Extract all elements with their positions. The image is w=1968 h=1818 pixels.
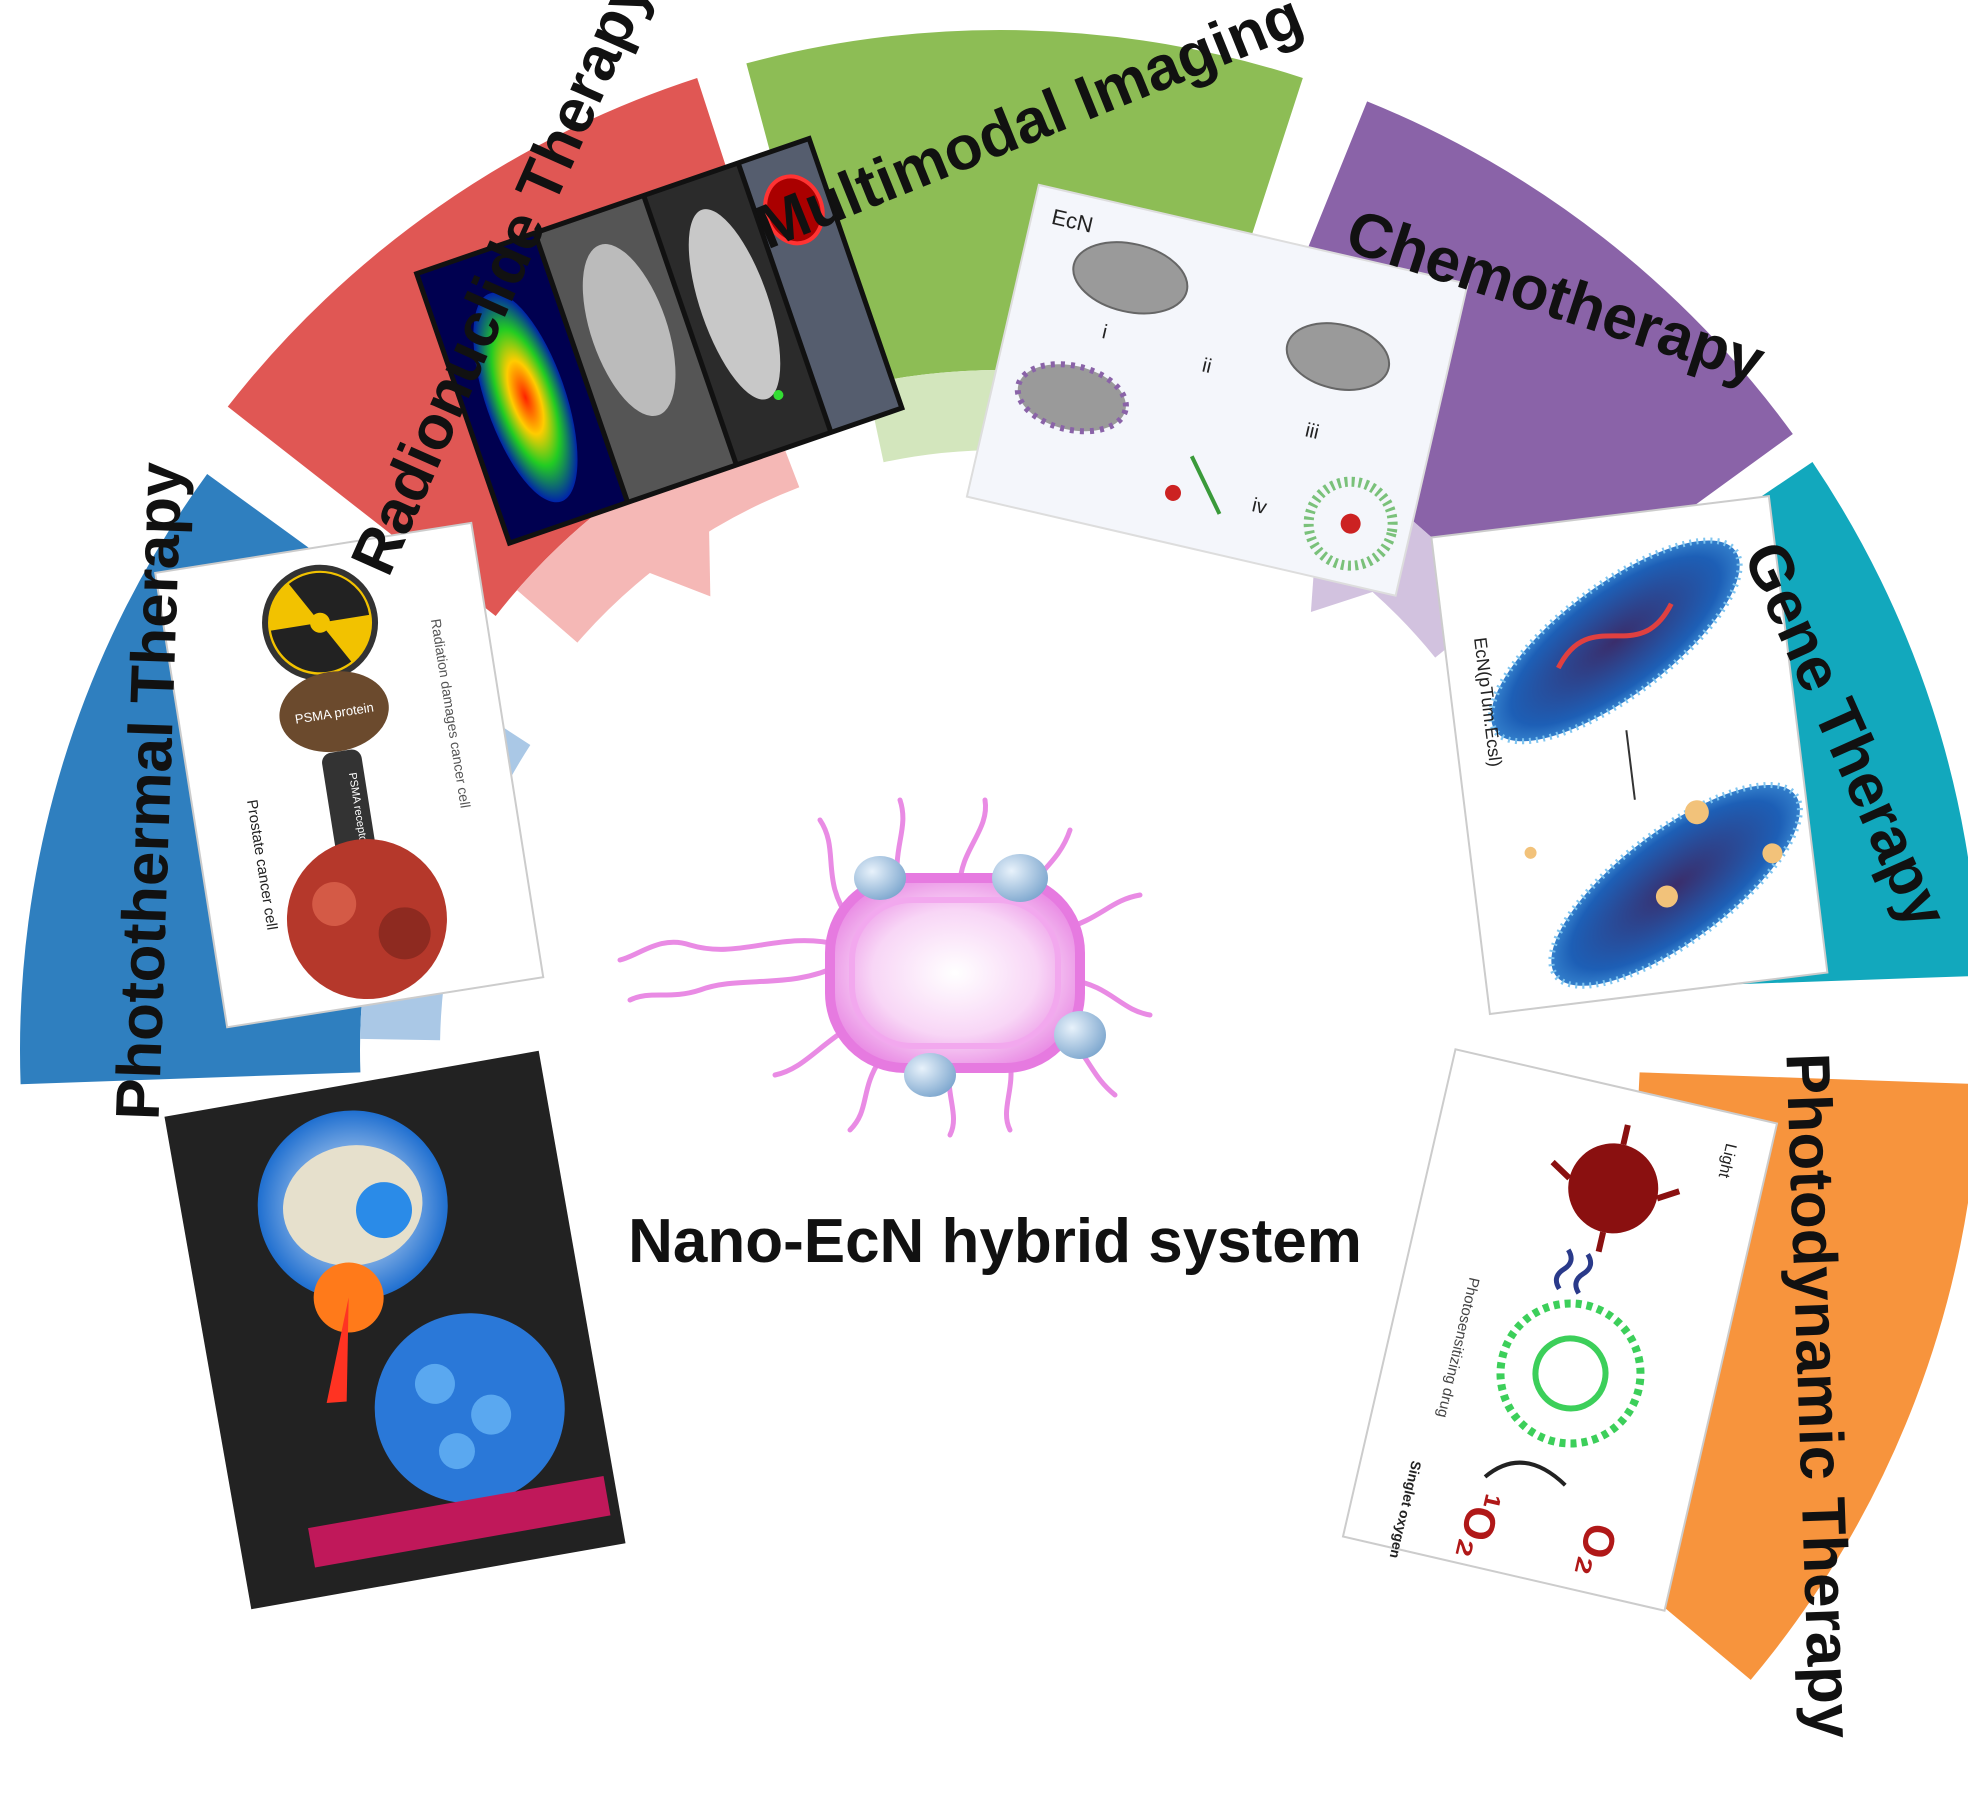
fluorescence-signal [773, 389, 784, 400]
nanoparticle-bubble-3 [1054, 1011, 1106, 1059]
ultrasound-signal [763, 174, 825, 246]
center-label: Nano-EcN hybrid system [628, 1207, 1362, 1276]
nanoparticle-bubble-4 [904, 1053, 956, 1097]
cell-nucleus [356, 1182, 413, 1239]
radiation-hub [310, 612, 331, 633]
gene-arrow [1625, 730, 1636, 800]
photodynamic-panel-frame [1341, 1048, 1779, 1612]
photosensitizer-core [1532, 1335, 1609, 1412]
gene-plasmid [1556, 602, 1674, 670]
chemo-bacterium-2 [1285, 322, 1391, 391]
fluorescence-mouse [688, 209, 781, 400]
nanoparticle-cluster [374, 1313, 565, 1504]
light-source [1568, 1143, 1659, 1234]
radionuclide-panel: PSMA protein PSMA receptor Prostate canc… [154, 521, 545, 1029]
chemo-step-i: i [1100, 321, 1109, 343]
chemo-polymer [1189, 455, 1222, 515]
pdt-arrow [1483, 1460, 1567, 1487]
gene-particle-1 [1684, 800, 1709, 825]
gene-particle-3 [1655, 885, 1678, 908]
photodynamic-panel: Light Photosensitizing drug O₂ ¹O₂ Singl… [1341, 1048, 1779, 1612]
sector-pointer-radionuclide [644, 525, 711, 597]
bacterium-membrane [849, 897, 1061, 1049]
gene-panel: EcN(pTum.Ecsl) [1430, 494, 1829, 1016]
bacterium-body [825, 873, 1085, 1073]
gene-bacterium-2 [1548, 781, 1803, 989]
chemo-micelle [1303, 476, 1398, 571]
chemo-step-iii: iii [1303, 419, 1321, 443]
photothermal-panel [164, 1050, 626, 1610]
cell-texture-1 [312, 881, 357, 926]
nanoparticle-3 [438, 1433, 475, 1470]
pdt-oxygen: O₂ [1566, 1519, 1626, 1582]
nanoparticle-bubble-1 [854, 856, 906, 900]
sector-chemo [1239, 101, 1793, 634]
therapy-panels: EcN i ii iii iv PSMA protein PSMA recept… [154, 135, 1829, 1612]
chemo-drug-core [1340, 513, 1361, 534]
light-rays [1550, 1124, 1681, 1253]
blood-vessel [308, 1476, 611, 1568]
gene-particle-2 [1762, 843, 1783, 864]
chemo-drug [1165, 484, 1182, 501]
heat-burst [313, 1262, 384, 1333]
mri-mouse [582, 244, 676, 417]
gene-particle-4 [1524, 846, 1537, 859]
light-waves [1553, 1248, 1594, 1295]
psma-receptor [322, 749, 376, 862]
center-bacterium [617, 797, 1153, 1138]
chemo-panel: EcN i ii iii iv [965, 183, 1469, 597]
chemo-step-iv: iv [1250, 494, 1269, 519]
pet-scan-hotspot [473, 292, 578, 503]
psma-protein [279, 671, 389, 753]
nanoparticle-bubble-2 [992, 854, 1048, 902]
cell-texture-2 [378, 907, 431, 960]
imaging-panel [413, 135, 906, 547]
nanoparticle-2 [471, 1394, 512, 1435]
nanoparticle-1 [414, 1363, 455, 1404]
chemo-bacterium-1 [1072, 241, 1189, 315]
